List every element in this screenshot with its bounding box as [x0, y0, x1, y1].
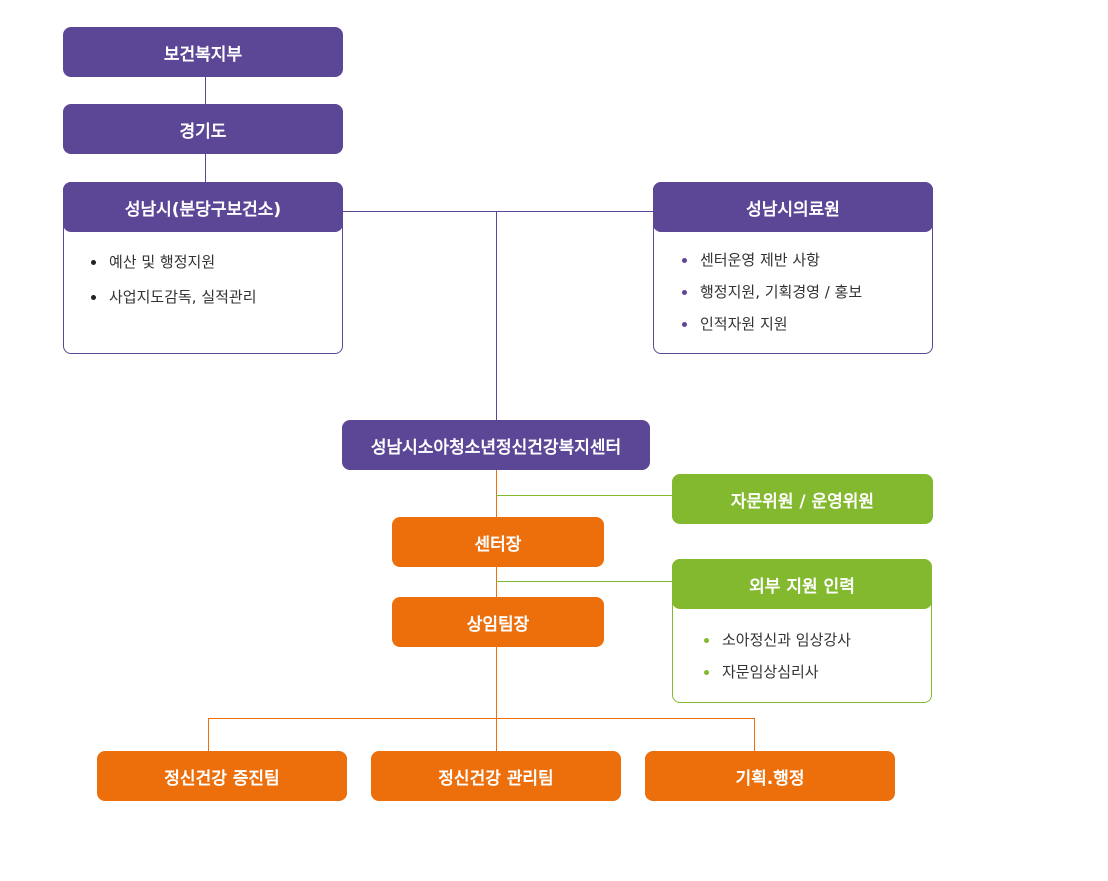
connector-to-center	[496, 211, 497, 421]
province-node: 경기도	[63, 104, 343, 154]
ministry-node: 보건복지부	[63, 27, 343, 77]
connector-teams-horizontal	[208, 718, 755, 719]
connector-external	[496, 581, 673, 582]
medical-panel: 성남시의료원 센터운영 제반 사항 행정지원, 기획경영 / 홍보 인적자원 지…	[653, 182, 933, 354]
connector-ministry-province	[205, 76, 206, 104]
connector-team-3	[754, 718, 755, 752]
director-node: 센터장	[392, 517, 604, 567]
connector-center-trunk	[496, 469, 497, 719]
external-title: 외부 지원 인력	[672, 559, 932, 609]
city-title: 성남시(분당구보건소)	[63, 182, 343, 232]
medical-title: 성남시의료원	[653, 182, 933, 232]
team-planning-node: 기획.행정	[645, 751, 895, 801]
connector-province-city	[205, 153, 206, 182]
connector-team-1	[208, 718, 209, 752]
external-panel: 외부 지원 인력 소아정신과 임상강사 자문임상심리사	[672, 559, 932, 703]
external-item: 소아정신과 임상강사	[704, 624, 851, 656]
medical-duty-item: 행정지원, 기획경영 / 홍보	[682, 276, 862, 308]
external-list: 소아정신과 임상강사 자문임상심리사	[704, 624, 851, 688]
center-node: 성남시소아청소년정신건강복지센터	[342, 420, 650, 470]
medical-duty-item: 센터운영 제반 사항	[682, 244, 862, 276]
medical-duty-list: 센터운영 제반 사항 행정지원, 기획경영 / 홍보 인적자원 지원	[682, 244, 862, 340]
connector-committee	[496, 495, 673, 496]
team-lead-node: 상임팀장	[392, 597, 604, 647]
city-duty-item: 예산 및 행정지원	[91, 246, 257, 278]
team-management-node: 정신건강 관리팀	[371, 751, 621, 801]
connector-team-2	[496, 718, 497, 752]
city-duty-item: 사업지도감독, 실적관리	[91, 281, 257, 313]
team-promotion-node: 정신건강 증진팀	[97, 751, 347, 801]
city-panel: 성남시(분당구보건소) 예산 및 행정지원 사업지도감독, 실적관리	[63, 182, 343, 354]
connector-city-medical	[342, 211, 654, 212]
medical-duty-item: 인적자원 지원	[682, 308, 862, 340]
external-item: 자문임상심리사	[704, 656, 851, 688]
city-duty-list: 예산 및 행정지원 사업지도감독, 실적관리	[91, 246, 257, 313]
committee-node: 자문위원 / 운영위원	[672, 474, 933, 524]
